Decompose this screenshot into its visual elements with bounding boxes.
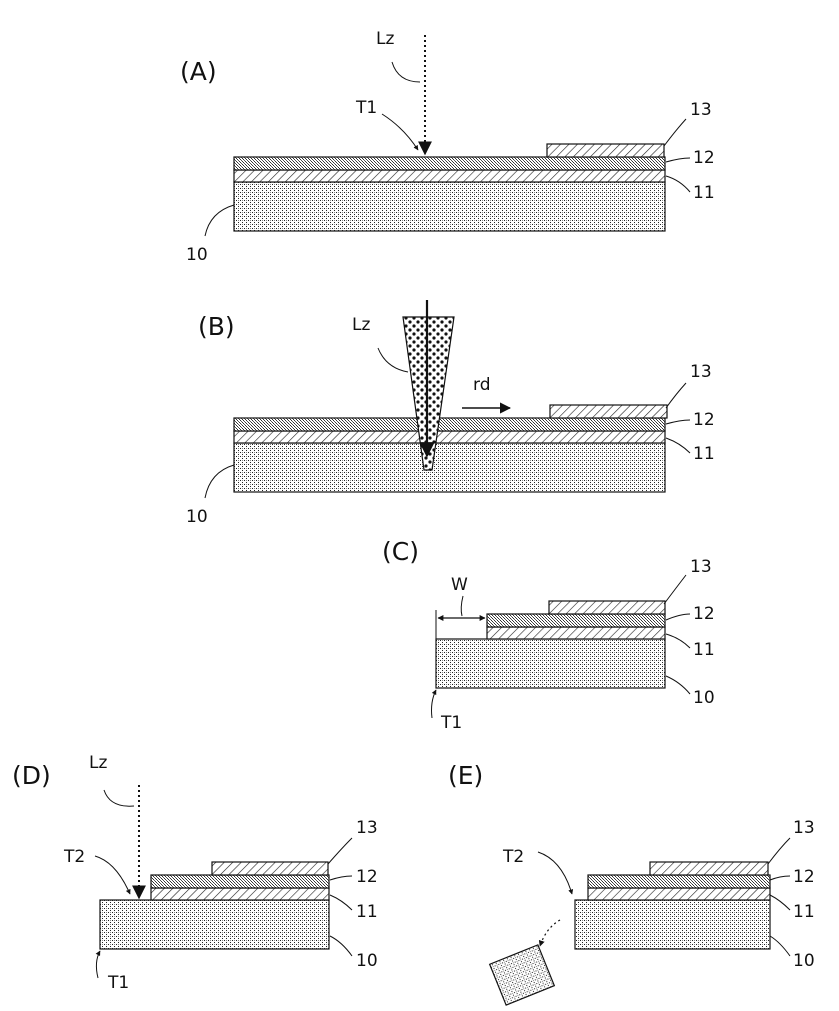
panel-d-leader-12: [330, 876, 352, 880]
panel-c-ref-10: 10: [693, 688, 715, 708]
panel-a-beam-label: Lz: [376, 29, 394, 49]
panel-c-width-leader: [461, 596, 463, 616]
panel-b-layer-13: [550, 405, 667, 418]
panel-d-layer-13: [212, 862, 328, 875]
panel-c-ref-13: 13: [690, 557, 712, 577]
panel-b-leader-11: [666, 438, 690, 453]
panel-c-layer-11: [487, 627, 665, 639]
panel-e-label: (E): [448, 761, 483, 790]
panel-c-t1-label: T1: [440, 713, 462, 733]
panel-b-layer-11: [234, 431, 665, 443]
panel-b-label: (B): [198, 312, 235, 341]
panel-b-beam-label: Lz: [352, 315, 370, 335]
panel-e-leader-12: [770, 876, 790, 880]
panel-c: (C) W T1 13 12 11 10: [382, 537, 715, 733]
panel-a-t1-leader: [382, 114, 418, 150]
panel-a-leader-13: [664, 119, 686, 146]
panel-c-label: (C): [382, 537, 419, 566]
panel-c-leader-10: [666, 676, 690, 694]
panel-d-leader-11: [330, 895, 352, 910]
panel-a-ref-11: 11: [693, 183, 715, 203]
panel-a-ref-13: 13: [690, 100, 712, 120]
panel-e-removed-piece: [490, 945, 555, 1005]
panel-c-leader-11: [666, 634, 690, 648]
panel-c-layer-13: [549, 601, 665, 614]
panel-e-ref-10: 10: [793, 951, 815, 971]
panel-e-ref-13: 13: [793, 818, 815, 838]
panel-a-beam-leader: [392, 62, 420, 82]
panel-d: (D) Lz T2 T1 13 12 11 10: [12, 753, 378, 993]
panel-d-label: (D): [12, 761, 51, 790]
panel-c-layer-12: [487, 614, 665, 627]
panel-a-leader-10: [205, 205, 234, 236]
panel-b: (B) Lz rd 13 12 11 10: [186, 300, 715, 527]
panel-b-leader-12: [666, 420, 690, 424]
panel-a-label: (A): [180, 57, 217, 86]
panel-a-layer-11: [234, 170, 665, 182]
panel-e-layer-13: [650, 862, 768, 875]
panel-a-substrate: [234, 182, 665, 231]
panel-b-direction-label: rd: [473, 375, 490, 395]
panel-e-fall-arrow: [540, 920, 560, 946]
panel-a-ref-10: 10: [186, 245, 208, 265]
panel-b-substrate: [234, 443, 665, 492]
panel-a-ref-12: 12: [693, 148, 715, 168]
panel-b-layer-12: [234, 418, 665, 431]
panel-e-layer-11: [588, 888, 770, 900]
panel-e-ref-11: 11: [793, 902, 815, 922]
panel-d-beam-leader: [104, 790, 134, 806]
panel-e-leader-10: [770, 936, 790, 956]
panel-d-ref-12: 12: [356, 867, 378, 887]
panel-a-leader-11: [666, 176, 690, 192]
panel-b-ref-13: 13: [690, 362, 712, 382]
panel-e-t2-leader: [538, 852, 572, 894]
panel-d-t2-leader: [95, 856, 130, 894]
panel-b-beam-leader: [378, 348, 408, 372]
panel-b-ref-12: 12: [693, 410, 715, 430]
panel-c-t1-leader: [432, 690, 437, 718]
panel-e: (E) T2 13 12 11 10: [448, 761, 815, 1005]
panel-c-ref-12: 12: [693, 604, 715, 624]
panel-d-t1-leader: [96, 951, 100, 978]
panel-a: (A) Lz T1 13 12 11 10: [180, 29, 715, 265]
panel-b-ref-11: 11: [693, 444, 715, 464]
panel-a-leader-12: [666, 158, 690, 162]
panel-d-substrate: [100, 900, 329, 949]
panel-c-width-label: W: [451, 575, 468, 595]
panel-d-t2-label: T2: [63, 847, 85, 867]
panel-b-ref-10: 10: [186, 507, 208, 527]
panel-b-leader-13: [666, 383, 686, 408]
panel-e-leader-11: [770, 895, 790, 910]
panel-d-beam-label: Lz: [89, 753, 107, 773]
panel-c-leader-12: [666, 614, 690, 620]
panel-e-leader-13: [768, 838, 790, 864]
panel-e-t2-label: T2: [502, 847, 524, 867]
panel-d-ref-13: 13: [356, 818, 378, 838]
panel-d-layer-12: [151, 875, 329, 888]
panel-c-substrate: [436, 639, 665, 688]
panel-d-layer-11: [151, 888, 329, 900]
panel-a-t1-label: T1: [355, 98, 377, 118]
panel-a-layer-13: [547, 144, 664, 157]
panel-c-ref-11: 11: [693, 640, 715, 660]
panel-d-ref-11: 11: [356, 902, 378, 922]
panel-d-leader-10: [330, 936, 352, 956]
panel-e-substrate: [575, 900, 770, 949]
panel-d-t1-label: T1: [107, 973, 129, 993]
panel-e-layer-12: [588, 875, 770, 888]
panel-d-ref-10: 10: [356, 951, 378, 971]
panel-c-leader-13: [664, 575, 686, 604]
panel-a-layer-12: [234, 157, 665, 170]
panel-b-leader-10: [205, 465, 234, 498]
panel-e-ref-12: 12: [793, 867, 815, 887]
panel-d-leader-13: [328, 838, 352, 864]
